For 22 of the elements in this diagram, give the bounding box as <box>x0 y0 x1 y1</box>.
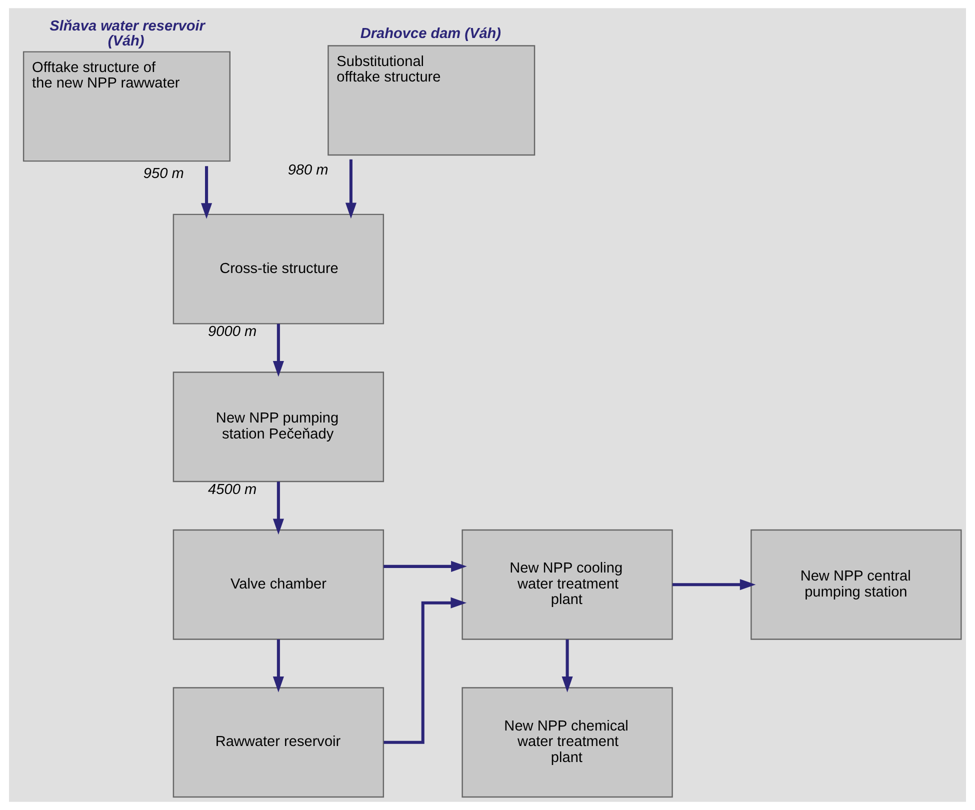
node-box: Rawwater reservoir <box>172 687 384 798</box>
edge-label: 980 m <box>288 162 328 179</box>
arrow <box>562 639 573 692</box>
arrow <box>384 560 467 572</box>
arrow <box>272 482 284 535</box>
node-box: New NPP chemical water treatment plant <box>462 687 673 798</box>
node-box: New NPP pumping station Pečeňady <box>172 372 384 482</box>
arrow <box>272 639 284 692</box>
node-box: New NPP cooling water treatment plant <box>462 529 673 640</box>
edge-label: 9000 m <box>208 324 257 340</box>
arrow <box>272 324 284 377</box>
node-box: Cross-tie structure <box>172 214 384 324</box>
node-label: Drahovce dam (Váh) <box>360 26 502 42</box>
edge-label: 950 m <box>143 166 184 182</box>
node-box: New NPP central pumping station <box>750 529 962 640</box>
node-box: Valve chamber <box>172 529 384 640</box>
arrow <box>345 159 356 219</box>
arrow <box>201 166 212 219</box>
node-label: Slňava water reservoir (Váh) <box>50 18 205 50</box>
arrow <box>672 579 756 590</box>
arrow <box>384 597 467 744</box>
edge-label: 4500 m <box>208 482 257 498</box>
